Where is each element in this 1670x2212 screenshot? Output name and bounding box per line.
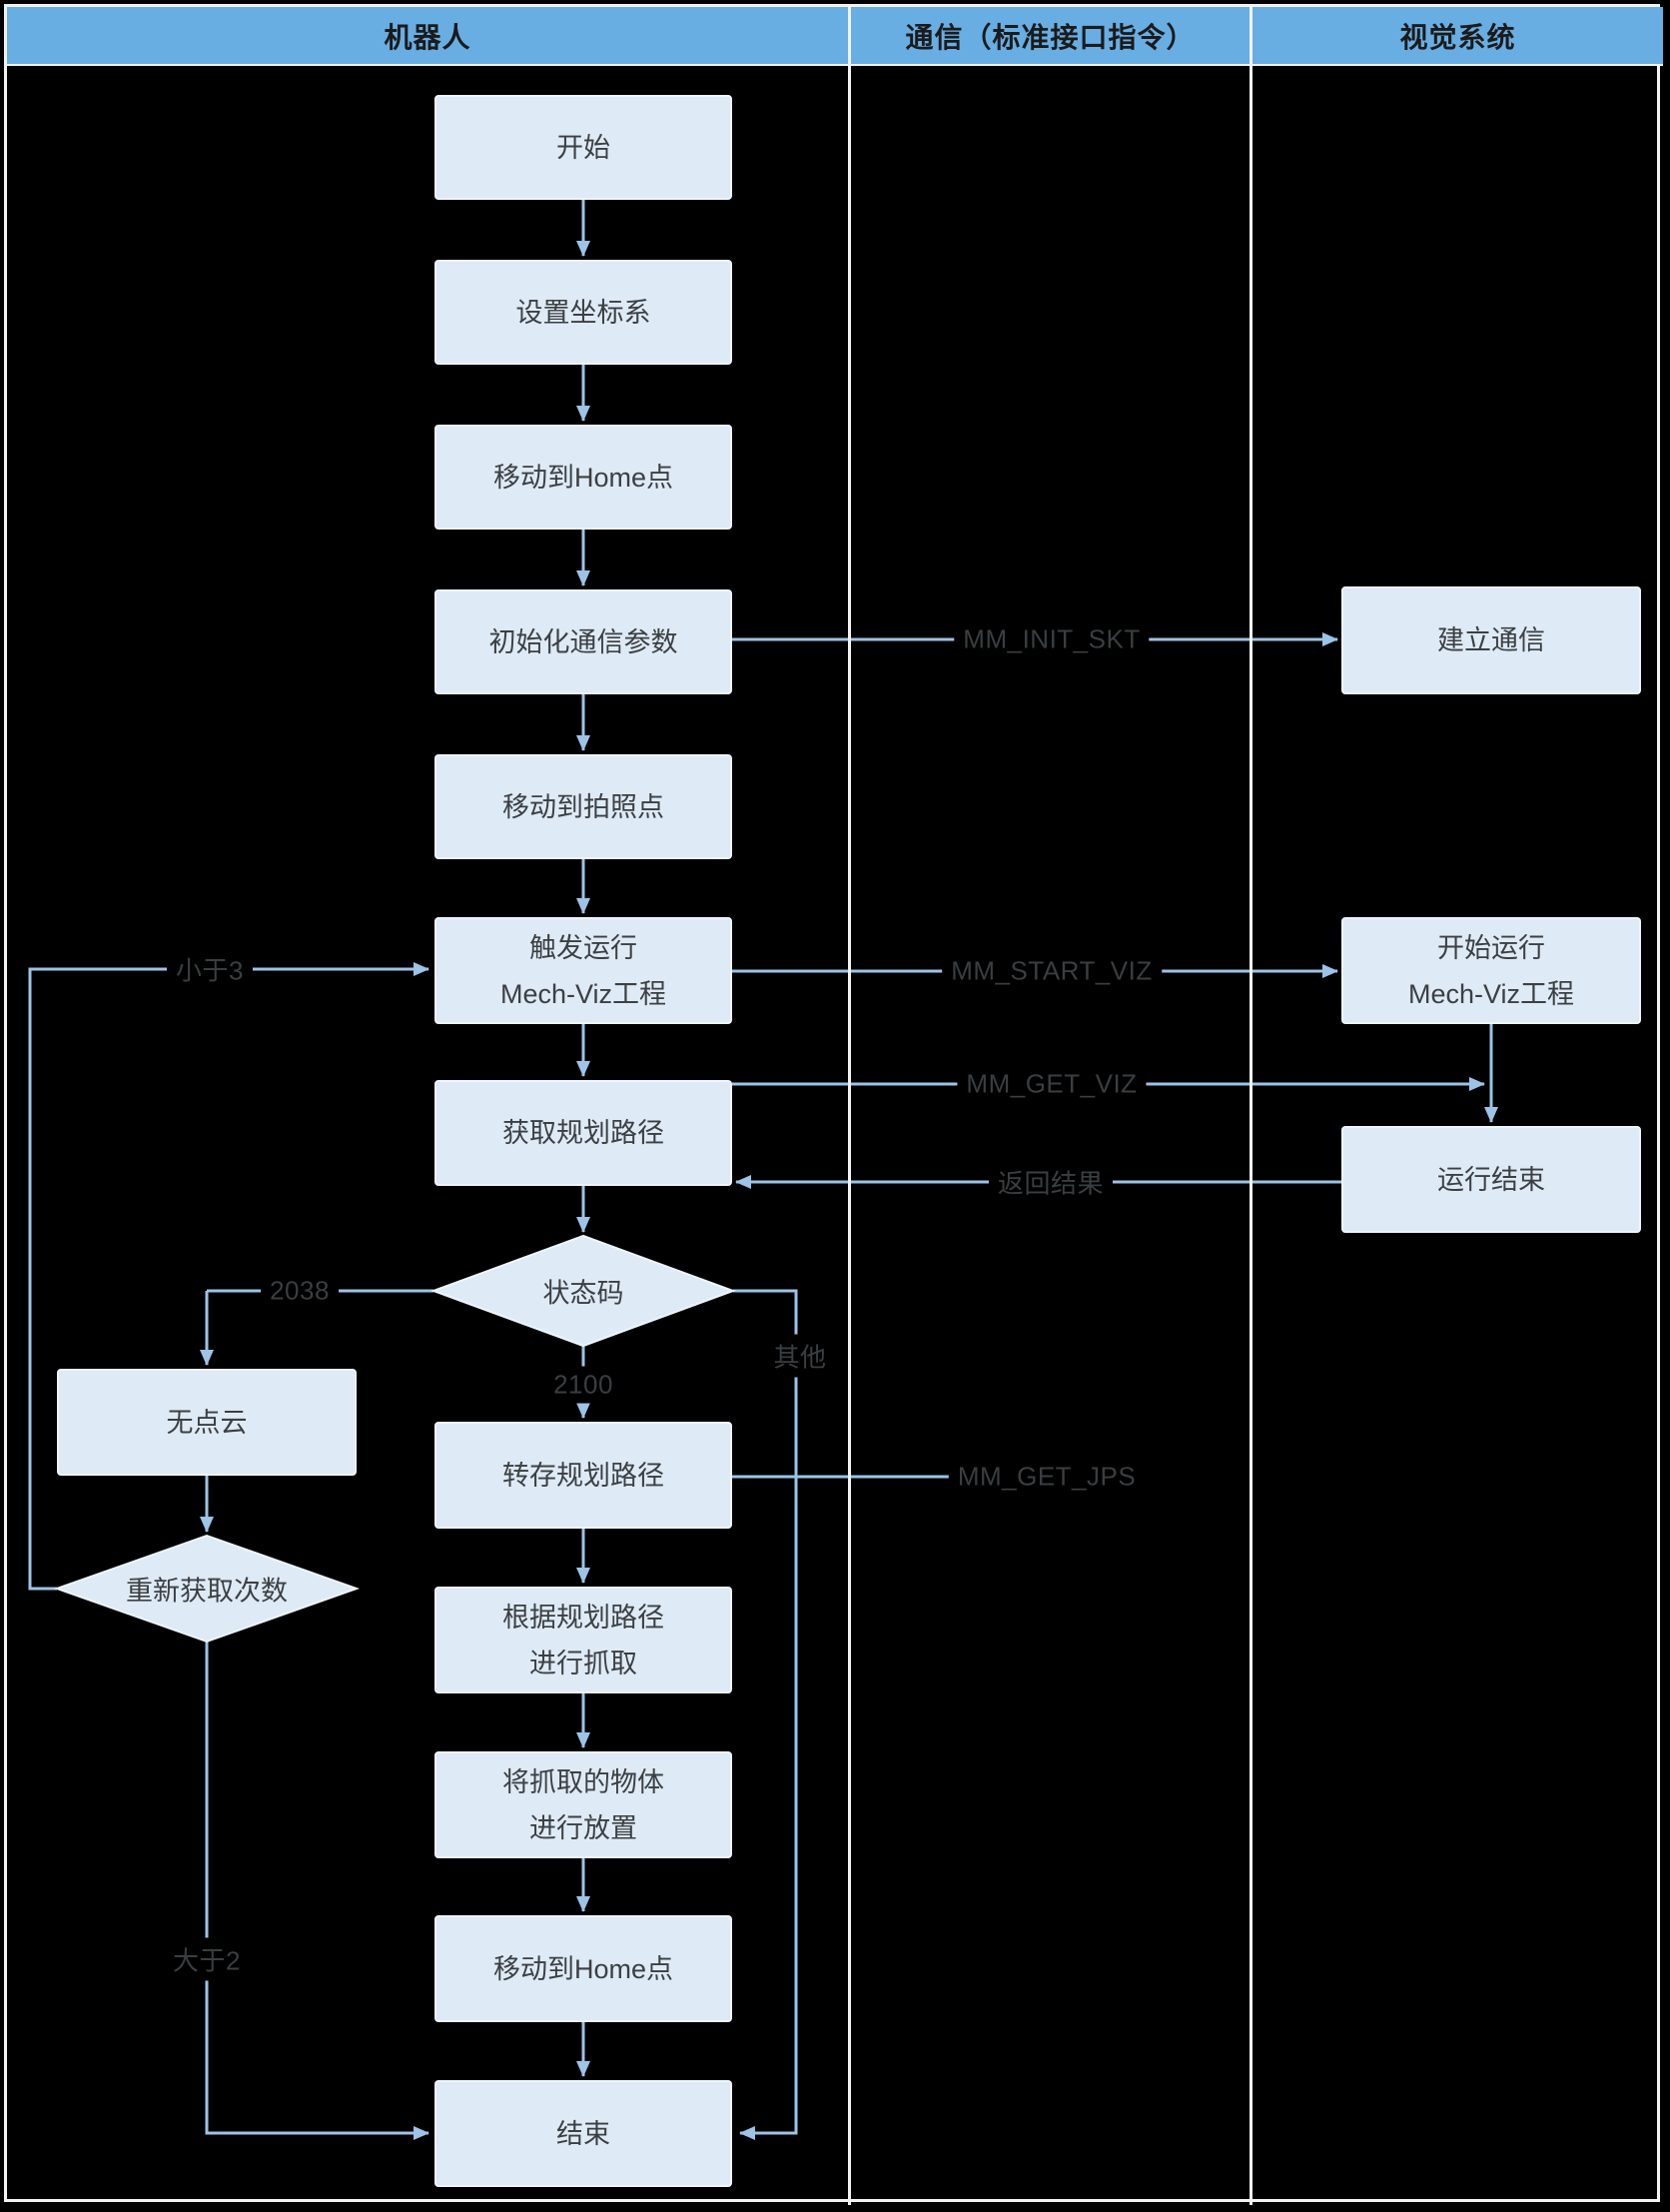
- node-get-path: 获取规划路径: [434, 1080, 732, 1186]
- node-move-home-1: 移动到Home点: [434, 425, 732, 530]
- node-no-cloud: 无点云: [57, 1369, 357, 1476]
- lane-header-communication: 通信（标准接口指令）: [851, 7, 1250, 64]
- decision-retry-count-shape: [53, 1534, 361, 1644]
- node-run-end: 运行结束: [1341, 1126, 1641, 1233]
- edge-label-2100: 2100: [544, 1366, 622, 1404]
- edge-label-other: 其他: [764, 1334, 836, 1378]
- node-init-comm: 初始化通信参数: [434, 589, 732, 694]
- decision-status-code-label: 状态码: [542, 1278, 624, 1309]
- node-set-coord: 设置坐标系: [434, 260, 732, 365]
- connector-retrycount-lessthan3-to-triggerviz: [28, 962, 429, 1591]
- connector-statuscode-other-to-end: [733, 1289, 798, 2140]
- lane-divider-2: [1250, 7, 1252, 2205]
- decision-retry-count-label: 重新获取次数: [126, 1576, 288, 1607]
- node-grasp: 根据规划路径 进行抓取: [434, 1587, 732, 1693]
- decision-status-code-shape: [430, 1234, 736, 1348]
- edge-label-mm-init-skt: MM_INIT_SKT: [954, 620, 1150, 658]
- node-place: 将抓取的物体 进行放置: [434, 1751, 732, 1858]
- header-underline: [7, 64, 1663, 66]
- connector-retrycount-greaterthan2-to-end: [205, 1642, 429, 2140]
- edge-label-mm-start-viz: MM_START_VIZ: [942, 952, 1162, 990]
- lane-header-vision: 视觉系统: [1252, 7, 1663, 64]
- lane-header-robot: 机器人: [7, 7, 848, 64]
- node-establish-comm: 建立通信: [1341, 586, 1641, 694]
- node-end: 结束: [434, 2080, 732, 2187]
- edge-label-greater-than-2: 大于2: [164, 1937, 250, 1981]
- node-start: 开始: [434, 95, 732, 200]
- edge-label-mm-get-jps: MM_GET_JPS: [948, 1458, 1146, 1496]
- edge-label-2038: 2038: [261, 1272, 339, 1310]
- lane-divider-1: [848, 7, 851, 2205]
- node-start-viz: 开始运行 Mech-Viz工程: [1341, 917, 1641, 1024]
- node-trigger-viz: 触发运行 Mech-Viz工程: [434, 917, 732, 1024]
- edge-label-mm-get-viz: MM_GET_VIZ: [957, 1065, 1147, 1103]
- node-save-path: 转存规划路径: [434, 1422, 732, 1529]
- node-move-photo: 移动到拍照点: [434, 754, 732, 859]
- node-move-home-2: 移动到Home点: [434, 1915, 732, 2022]
- edge-label-return-result: 返回结果: [988, 1160, 1114, 1204]
- edge-label-less-than-3: 小于3: [167, 947, 253, 991]
